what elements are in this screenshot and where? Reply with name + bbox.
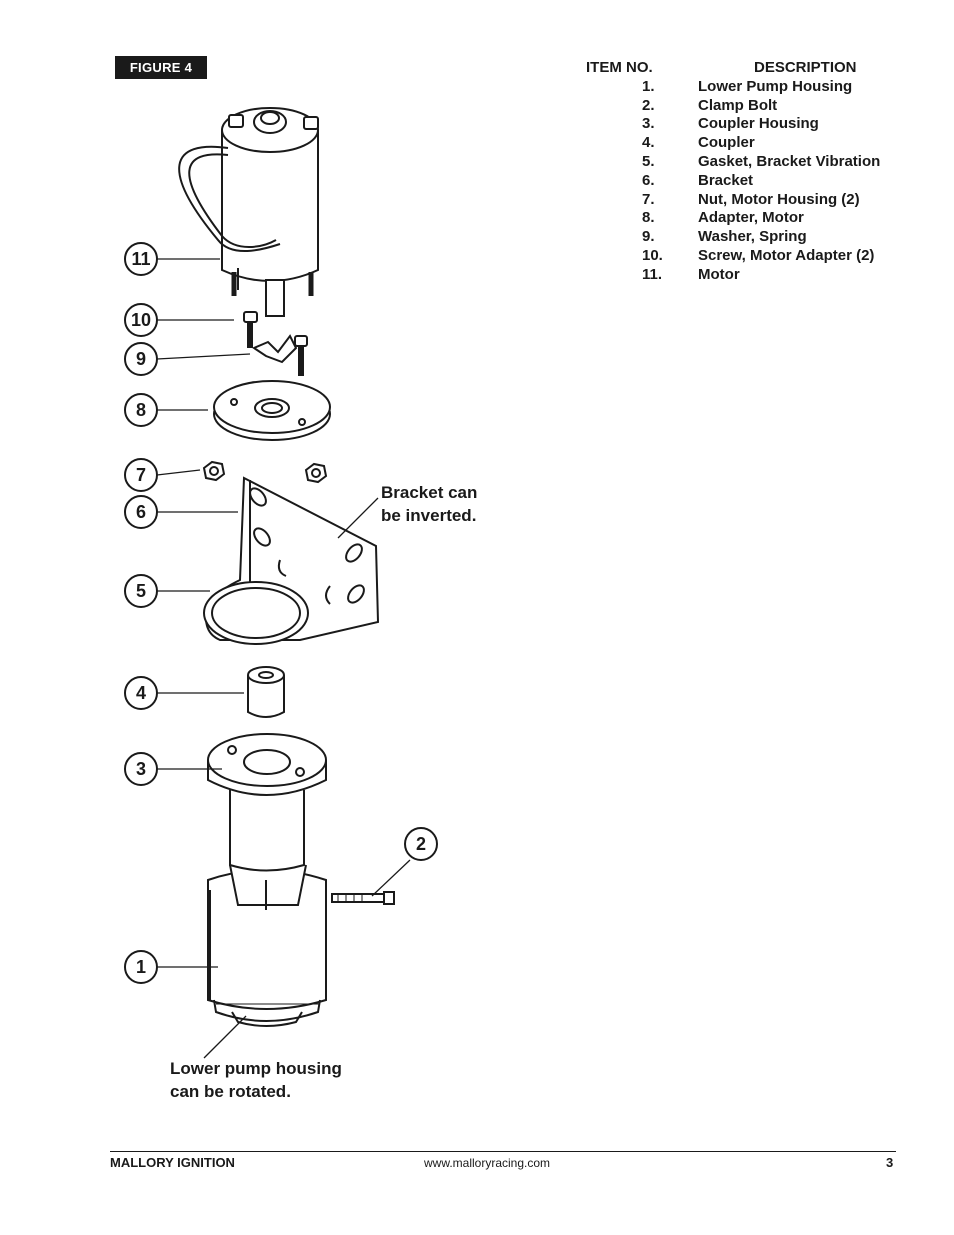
item-number: 4. — [642, 134, 655, 152]
pump-housing-drawing — [207, 733, 327, 1027]
page-number: 3 — [886, 1155, 894, 1170]
item-description: Coupler — [698, 134, 755, 152]
parts-table: ITEM NO. DESCRIPTION 1. Lower Pump Housin… — [586, 59, 880, 285]
table-row: 10. Screw, Motor Adapter (2) — [586, 247, 880, 266]
callout-7: 7 — [124, 458, 158, 492]
bracket-note: Bracket can be inverted. — [381, 483, 478, 525]
item-number: 2. — [642, 96, 655, 114]
item-description: Motor — [698, 265, 740, 283]
footer-brand: MALLORY IGNITION — [110, 1155, 235, 1170]
item-description: Adapter, Motor — [698, 209, 804, 227]
table-row: 7. Nut, Motor Housing (2) — [586, 191, 880, 210]
item-number: 6. — [642, 171, 655, 189]
svg-text:10: 10 — [131, 310, 151, 330]
figure-label: FIGURE 4 — [115, 56, 207, 79]
spring-washer-drawing — [251, 334, 298, 364]
parts-table-header: ITEM NO. DESCRIPTION — [586, 59, 880, 78]
table-row: 1. Lower Pump Housing — [586, 78, 880, 97]
callout-4: 4 — [124, 676, 158, 710]
callout-11: 11 — [124, 242, 158, 276]
callout-2: 2 — [404, 827, 438, 861]
item-description: Screw, Motor Adapter (2) — [698, 246, 875, 264]
screws-drawing — [243, 311, 308, 376]
item-description: Lower Pump Housing — [698, 77, 853, 95]
table-row: 11. Motor — [586, 266, 880, 285]
callout-5: 5 — [124, 574, 158, 608]
callout-6: 6 — [124, 495, 158, 529]
table-row: 4. Coupler — [586, 134, 880, 153]
table-row: 5. Gasket, Bracket Vibration — [586, 153, 880, 172]
table-row: 6. Bracket — [586, 172, 880, 191]
table-row: 3. Coupler Housing — [586, 115, 880, 134]
clamp-bolt-drawing — [331, 891, 395, 905]
item-number: 5. — [642, 152, 655, 170]
svg-text:5: 5 — [136, 581, 146, 601]
footer-divider — [110, 1151, 896, 1152]
callout-9: 9 — [124, 342, 158, 376]
item-number: 7. — [642, 190, 655, 208]
footer-website-link[interactable]: www.malloryracing.com — [424, 1156, 551, 1170]
callout-3: 3 — [124, 752, 158, 786]
table-row: 8. Adapter, Motor — [586, 209, 880, 228]
header-description: DESCRIPTION — [754, 59, 857, 76]
coupler-drawing — [247, 666, 285, 718]
svg-text:9: 9 — [136, 349, 146, 369]
svg-text:4: 4 — [136, 683, 146, 703]
motor-drawing — [178, 107, 319, 317]
item-number: 3. — [642, 115, 655, 133]
svg-text:11: 11 — [131, 249, 150, 269]
table-row: 9. Washer, Spring — [586, 228, 880, 247]
item-number: 1. — [642, 77, 655, 95]
header-item-no: ITEM NO. — [586, 59, 653, 76]
svg-text:3: 3 — [136, 759, 146, 779]
svg-text:1: 1 — [136, 957, 146, 977]
bracket-drawing — [203, 476, 380, 645]
housing-note: Lower pump housing can be rotated. — [170, 1059, 342, 1101]
callout-10: 10 — [124, 303, 158, 337]
item-number: 9. — [642, 228, 655, 246]
svg-text:6: 6 — [136, 502, 146, 522]
item-number: 11. — [642, 265, 663, 283]
item-description: Gasket, Bracket Vibration — [698, 152, 881, 170]
item-description: Clamp Bolt — [698, 96, 778, 114]
item-description: Bracket — [698, 171, 754, 189]
item-description: Coupler Housing — [698, 115, 819, 133]
adapter-drawing — [213, 380, 331, 441]
callout-1: 1 — [124, 950, 158, 984]
callout-8: 8 — [124, 393, 158, 427]
svg-text:2: 2 — [416, 834, 426, 854]
item-description: Nut, Motor Housing (2) — [698, 190, 860, 208]
item-number: 10. — [642, 246, 663, 264]
item-number: 8. — [642, 209, 655, 227]
item-description: Washer, Spring — [698, 228, 807, 246]
table-row: 2. Clamp Bolt — [586, 97, 880, 116]
nuts-drawing — [202, 460, 328, 484]
svg-text:7: 7 — [136, 465, 146, 485]
svg-text:8: 8 — [136, 400, 146, 420]
